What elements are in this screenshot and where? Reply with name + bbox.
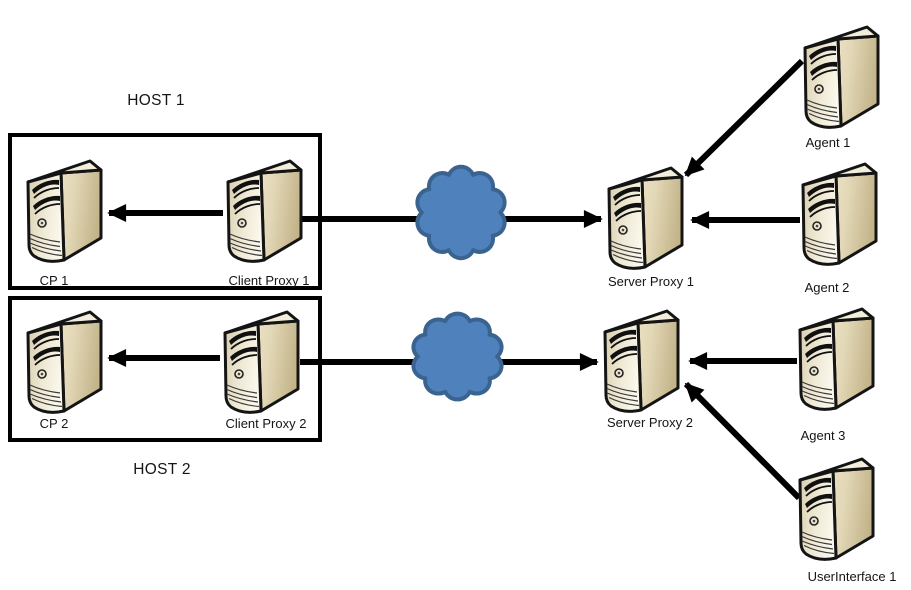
network-cloud-1-icon bbox=[412, 163, 510, 262]
node-label: CP 1 bbox=[39, 273, 69, 288]
arrow-agent-1-to-server-proxy-1 bbox=[683, 58, 805, 178]
host-2-box bbox=[8, 296, 322, 442]
server-icon bbox=[797, 455, 875, 563]
server-icon bbox=[222, 308, 300, 416]
node-agent-1: Agent 1 bbox=[802, 23, 880, 150]
node-label: Client Proxy 1 bbox=[228, 273, 310, 288]
node-agent-2: Agent 2 bbox=[800, 160, 878, 295]
node-label: Server Proxy 2 bbox=[607, 415, 693, 430]
node-server-proxy-2: Server Proxy 2 bbox=[602, 307, 693, 430]
host-1-box bbox=[8, 133, 322, 290]
node-label: Client Proxy 2 bbox=[225, 416, 307, 431]
server-icon bbox=[25, 157, 103, 265]
node-label: Agent 3 bbox=[800, 428, 846, 443]
server-icon bbox=[797, 305, 875, 413]
node-user-interface-1: UserInterface 1 bbox=[797, 455, 896, 584]
node-client-proxy-2: Client Proxy 2 bbox=[222, 308, 306, 431]
node-cp-1: CP 1 bbox=[25, 157, 103, 288]
host-2-label: HOST 2 bbox=[133, 461, 191, 478]
node-label: UserInterface 1 bbox=[807, 569, 897, 584]
server-icon bbox=[800, 160, 878, 268]
node-agent-3: Agent 3 bbox=[797, 305, 875, 443]
server-icon bbox=[602, 307, 680, 415]
server-icon bbox=[225, 157, 303, 265]
node-label: Server Proxy 1 bbox=[608, 274, 694, 289]
node-label: Agent 1 bbox=[805, 135, 851, 150]
server-icon bbox=[802, 23, 880, 131]
host-1-label: HOST 1 bbox=[127, 92, 185, 109]
server-icon bbox=[25, 308, 103, 416]
node-label: CP 2 bbox=[39, 416, 69, 431]
node-label: Agent 2 bbox=[804, 280, 850, 295]
arrow-user-interface-1-to-server-proxy-2 bbox=[683, 381, 802, 501]
node-client-proxy-1: Client Proxy 1 bbox=[225, 157, 309, 288]
node-server-proxy-1: Server Proxy 1 bbox=[606, 164, 694, 289]
node-cp-2: CP 2 bbox=[25, 308, 103, 431]
server-icon bbox=[606, 164, 684, 272]
network-cloud-2-icon bbox=[408, 310, 507, 403]
